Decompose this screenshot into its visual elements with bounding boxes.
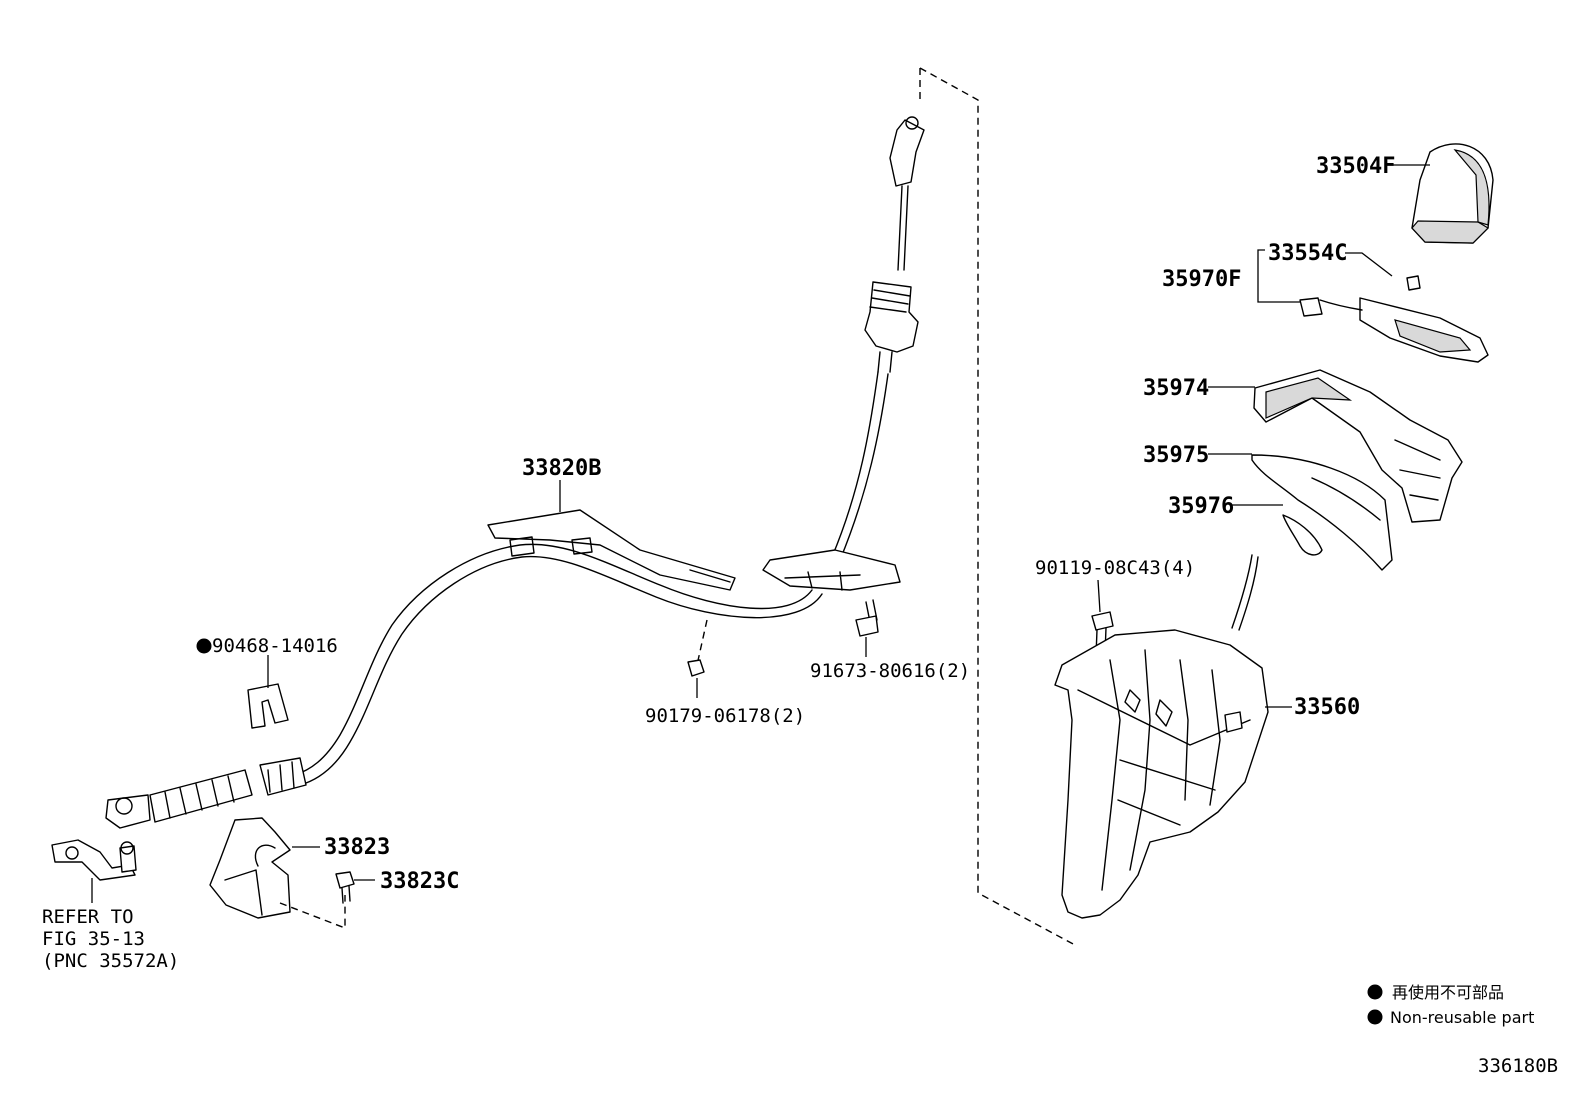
legend-marker-en	[1367, 1009, 1383, 1025]
plate-35976-drawing	[1282, 514, 1323, 556]
label-90119: 90119-08C43(4)	[1035, 557, 1195, 579]
refer-line-1: REFER TO	[42, 906, 134, 928]
switch-35970f-drawing	[1299, 275, 1489, 363]
nut-90179-drawing	[687, 619, 708, 677]
label-33823: 33823	[324, 835, 390, 860]
shift-cable-drawing	[105, 116, 925, 829]
plate-35975-drawing	[1251, 454, 1393, 571]
bolt-33823c-drawing	[335, 871, 355, 904]
label-35976: 35976	[1168, 494, 1234, 519]
label-90468: 90468-14016	[212, 635, 338, 657]
label-33554c: 33554C	[1268, 241, 1347, 266]
label-33820b: 33820B	[522, 456, 601, 481]
label-35974: 35974	[1143, 376, 1209, 401]
shift-assembly-33560-drawing	[1054, 554, 1269, 919]
clip-90468-drawing	[247, 683, 289, 729]
figure-code: 336180B	[1478, 1055, 1558, 1077]
label-91673: 91673-80616(2)	[810, 660, 970, 682]
assembly-boundary	[919, 67, 1076, 946]
leader-lines	[91, 164, 1430, 903]
legend-en: Non-reusable part	[1390, 1008, 1534, 1027]
legend-jp: 再使用不可部品	[1392, 983, 1504, 1002]
shift-knob-drawing	[1411, 143, 1494, 244]
label-35970f: 35970F	[1162, 267, 1241, 292]
shift-lever-ref-drawing	[51, 839, 137, 881]
bracket-33823-drawing	[209, 817, 291, 919]
label-33560: 33560	[1294, 695, 1360, 720]
non-reusable-marker	[196, 638, 212, 654]
label-90179: 90179-06178(2)	[645, 705, 805, 727]
label-33823c: 33823C	[380, 869, 459, 894]
legend: 再使用不可部品 Non-reusable part	[1367, 983, 1534, 1027]
label-33504f: 33504F	[1316, 154, 1395, 179]
cover-35974-drawing	[1253, 369, 1463, 523]
legend-marker-jp	[1367, 984, 1383, 1000]
refer-line-3: (PNC 35572A)	[42, 950, 179, 972]
label-35975: 35975	[1143, 443, 1209, 468]
refer-line-2: FIG 35-13	[42, 928, 145, 950]
bolt-91673-drawing	[855, 599, 879, 637]
